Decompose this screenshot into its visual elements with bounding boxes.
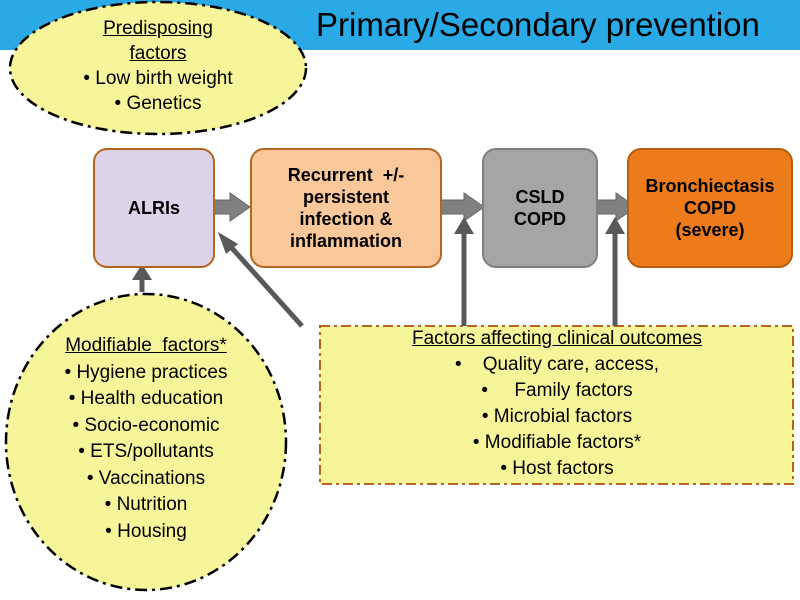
modifiable-item: • Housing (105, 520, 187, 542)
modifiable-text: Modifiable factors* • Hygiene practices … (20, 333, 272, 545)
box-csld: CSLD COPD (482, 148, 598, 268)
arrow-outcomes-csld-head (454, 217, 474, 234)
box-csld-line: COPD (513, 209, 566, 229)
outcomes-item: • Microbial factors (481, 406, 633, 427)
box-bronch-line: (severe) (675, 220, 745, 240)
box-recurrent: Recurrent +/- persistent infection & inf… (250, 148, 442, 268)
modifiable-item: • ETS/pollutants (78, 441, 214, 462)
predisposing-item: • Low birth weight (83, 68, 233, 89)
outcomes-text: Factors affecting clinical outcomes • Qu… (322, 326, 792, 482)
box-bronch-line: Bronchiectasis (645, 176, 775, 196)
modifiable-item: • Vaccinations (86, 467, 206, 489)
modifiable-item: • Health education (68, 388, 224, 409)
modifiable-item: • Socio-economic (72, 414, 220, 436)
arrow-outcomes-alris-head (218, 232, 238, 254)
modifiable-heading: Modifiable factors* (65, 335, 227, 356)
box-recurrent-line: Recurrent +/- (287, 165, 405, 185)
predisposing-heading-1: Predisposing (103, 18, 213, 39)
outcomes-item: • Modifiable factors* (472, 432, 642, 453)
box-bronchiectasis: Bronchiectasis COPD (severe) (627, 148, 793, 268)
arrow-recurrent-to-csld (439, 192, 485, 222)
box-alris-label: ALRIs (127, 198, 180, 218)
arrow-modifiable-head (132, 264, 152, 280)
arrow-outcomes-bronch-head (605, 217, 625, 234)
predisposing-text: Predisposing factors • Low birth weight … (30, 16, 286, 116)
modifiable-item: • Hygiene practices (64, 361, 228, 383)
box-alris: ALRIs (93, 148, 215, 268)
outcomes-heading: Factors affecting clinical outcomes (411, 328, 703, 349)
modifiable-item: • Nutrition (104, 494, 188, 515)
box-bronch-line: COPD (683, 198, 736, 218)
outcomes-item: • Quality care, access, (454, 354, 660, 375)
predisposing-oval (8, 0, 308, 136)
outcomes-item: • Family factors (481, 380, 633, 401)
outcomes-rect (319, 325, 794, 485)
predisposing-item: • Genetics (114, 93, 202, 114)
arrow-outcomes-to-alris (228, 244, 304, 328)
outcomes-item: • Host factors (500, 458, 614, 479)
modifiable-oval (4, 292, 288, 592)
box-recurrent-line: inflammation (289, 231, 402, 251)
page-title: Primary/Secondary prevention (316, 6, 760, 43)
box-csld-line: CSLD (515, 187, 565, 207)
predisposing-heading-2: factors (129, 43, 187, 64)
arrow-csld-to-bronch (595, 192, 637, 222)
box-recurrent-line: infection & (299, 209, 393, 229)
box-recurrent-line: persistent (302, 187, 389, 207)
